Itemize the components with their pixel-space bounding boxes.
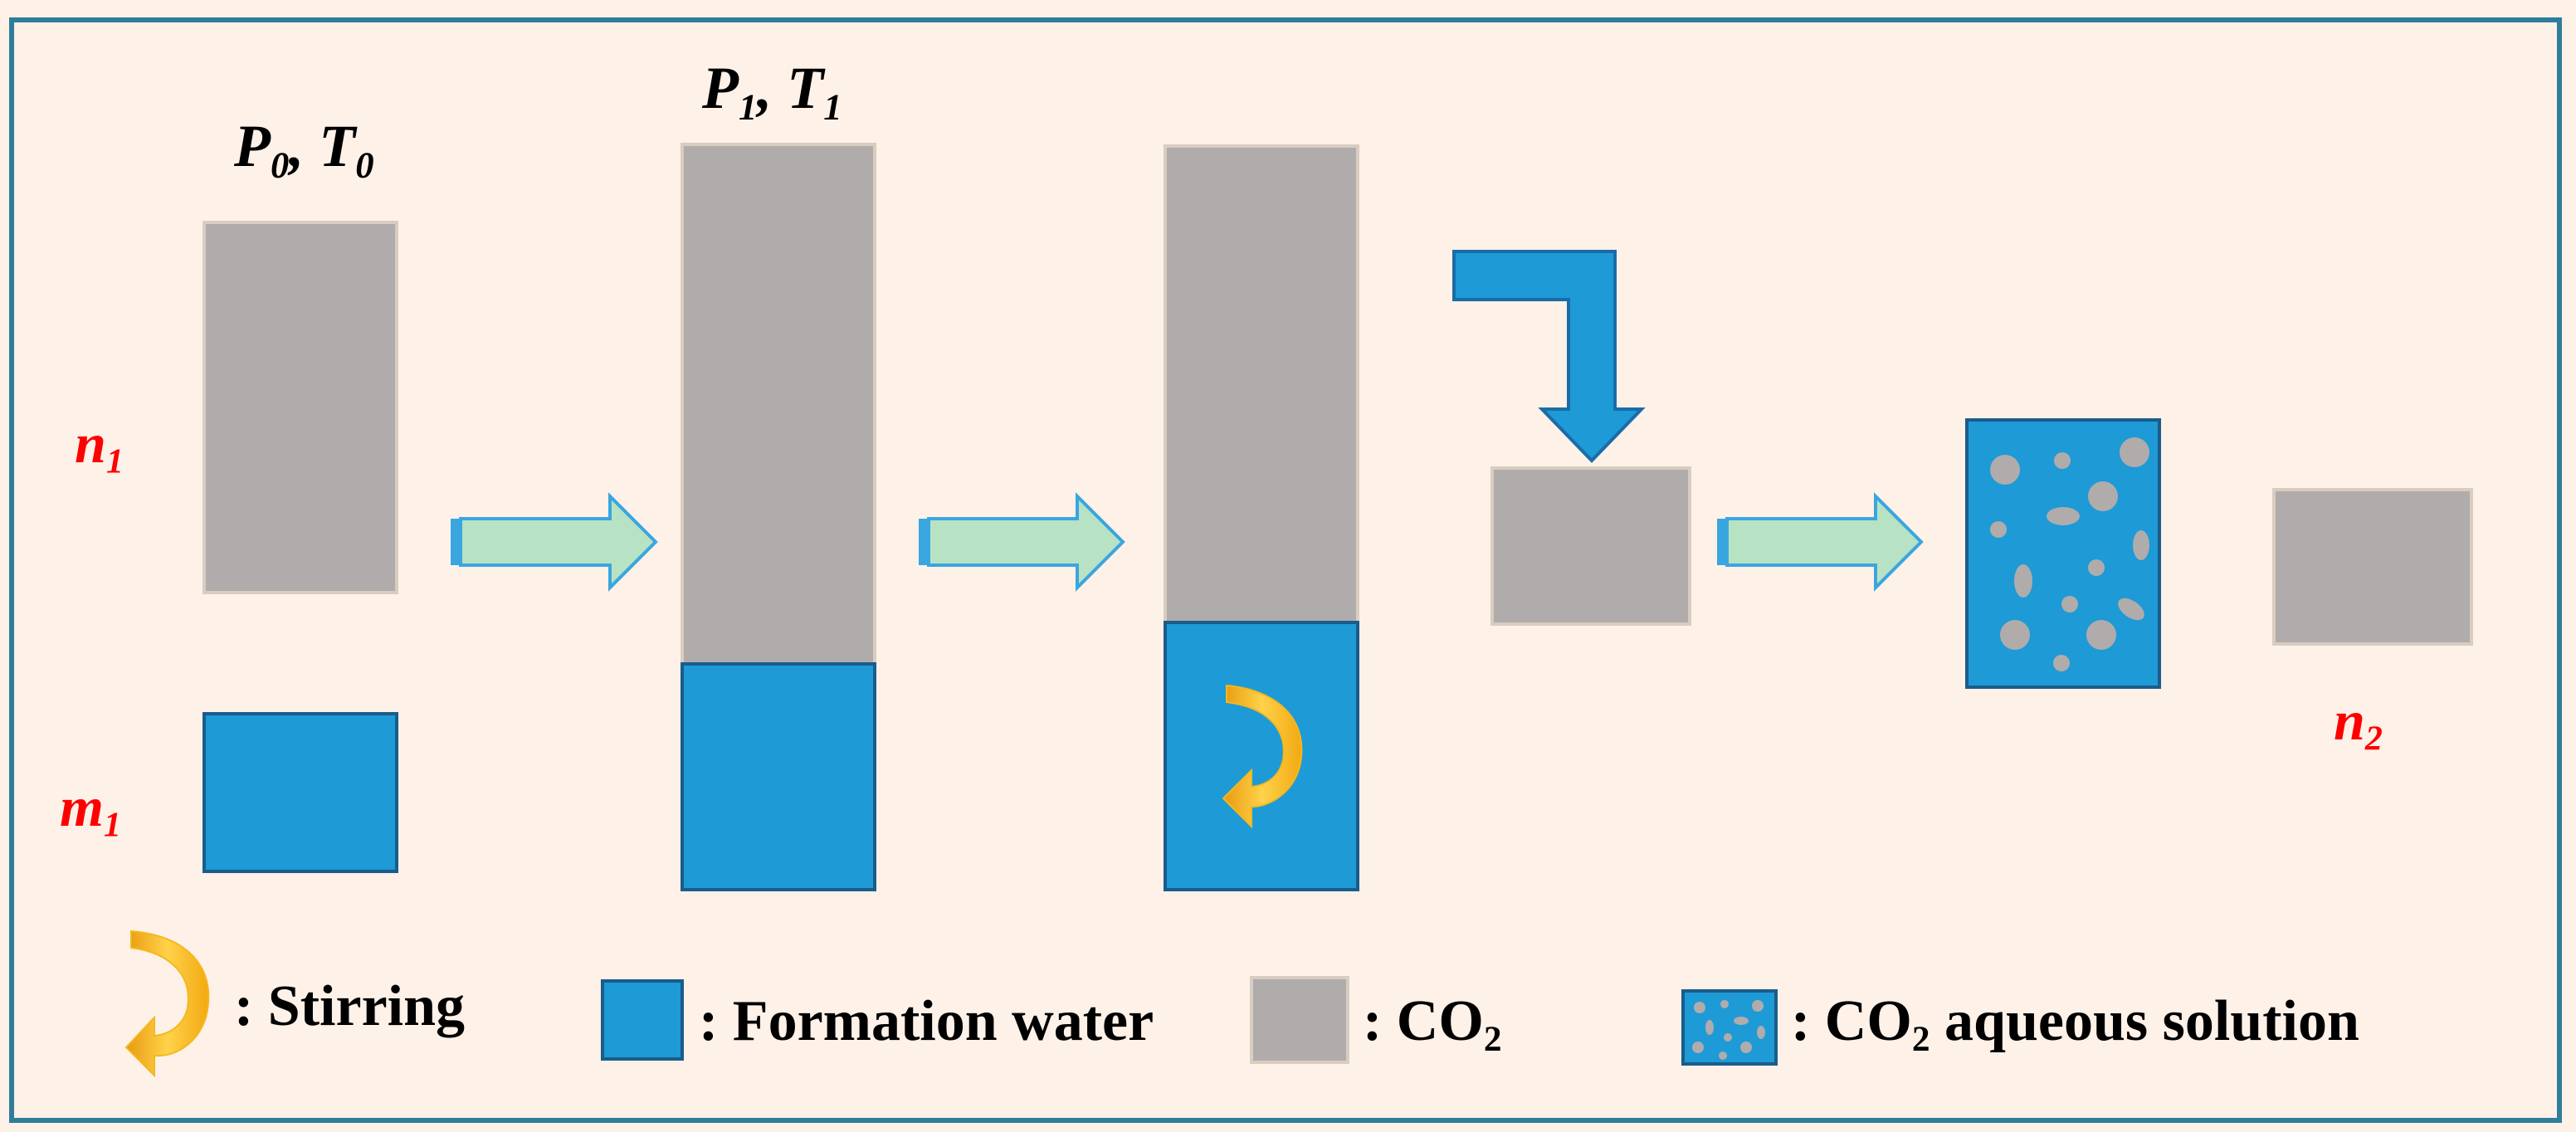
process-arrow-icon <box>451 492 658 592</box>
state-label-initial: P0, T0 <box>234 113 374 186</box>
co2-block-cell <box>681 143 876 666</box>
inject-arrow-icon <box>1452 250 1646 463</box>
legend-stirring-label: : Stirring <box>234 974 466 1038</box>
co2-block-initial <box>202 221 398 594</box>
stirring-icon <box>1222 684 1303 829</box>
process-arrow-icon <box>1717 492 1924 592</box>
water-block-initial <box>202 712 398 873</box>
legend-co2-label: : CO2 <box>1363 989 1502 1060</box>
co2-block-released <box>2272 488 2473 646</box>
legend-water-label: : Formation water <box>699 989 1154 1053</box>
legend-solution-swatch <box>1681 989 1778 1066</box>
co2-solution-block <box>1965 418 2161 689</box>
process-arrow-icon <box>919 492 1125 592</box>
legend-stirring-icon <box>124 930 210 1078</box>
water-mass-label: m1 <box>60 775 121 845</box>
co2-block-residual <box>1490 466 1691 626</box>
water-block-stirred <box>1164 621 1359 891</box>
legend-solution-label: : CO2 aqueous solution <box>1791 989 2359 1060</box>
co2-block-stirred <box>1164 144 1359 624</box>
figure-border <box>9 17 2562 1123</box>
legend-water-swatch <box>601 979 684 1061</box>
legend-co2-swatch <box>1250 976 1349 1064</box>
co2-amount-label: n1 <box>75 412 124 481</box>
water-block-cell <box>681 662 876 891</box>
state-label-cell: P1, T1 <box>702 55 842 128</box>
released-co2-amount-label: n2 <box>2334 689 2383 759</box>
